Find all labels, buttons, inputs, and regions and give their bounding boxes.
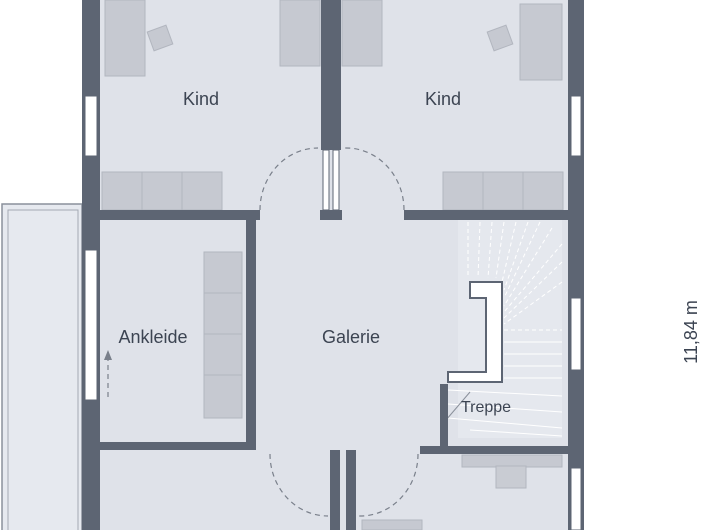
bed-left [279, 0, 321, 67]
desk-right [519, 3, 563, 81]
ankleide-arrow-icon [104, 350, 112, 360]
room-label-galerie: Galerie [322, 327, 380, 347]
chair-right [486, 24, 514, 52]
wardrobe-ankleide [203, 251, 243, 419]
room-label-kind-right: Kind [425, 89, 461, 109]
bottom-middle-item [361, 519, 423, 530]
chimney [447, 281, 503, 383]
room-label-ankleide: Ankleide [118, 327, 187, 347]
door-swings [107, 147, 419, 517]
room-label-kind-left: Kind [183, 89, 219, 109]
counter-bottom-right [461, 454, 563, 468]
room-label-treppe: Treppe [461, 399, 511, 416]
bed-right [341, 0, 383, 67]
dimension-label: 11,84 m [681, 300, 701, 364]
staircase [445, 218, 563, 438]
wardrobe-right [442, 171, 564, 211]
sink-bottom-right [495, 465, 527, 489]
furniture [101, 0, 564, 530]
desk-left [104, 0, 146, 77]
windows [84, 95, 582, 530]
balcony [1, 203, 83, 530]
wardrobe-left [101, 171, 223, 211]
chair-left [146, 24, 174, 52]
